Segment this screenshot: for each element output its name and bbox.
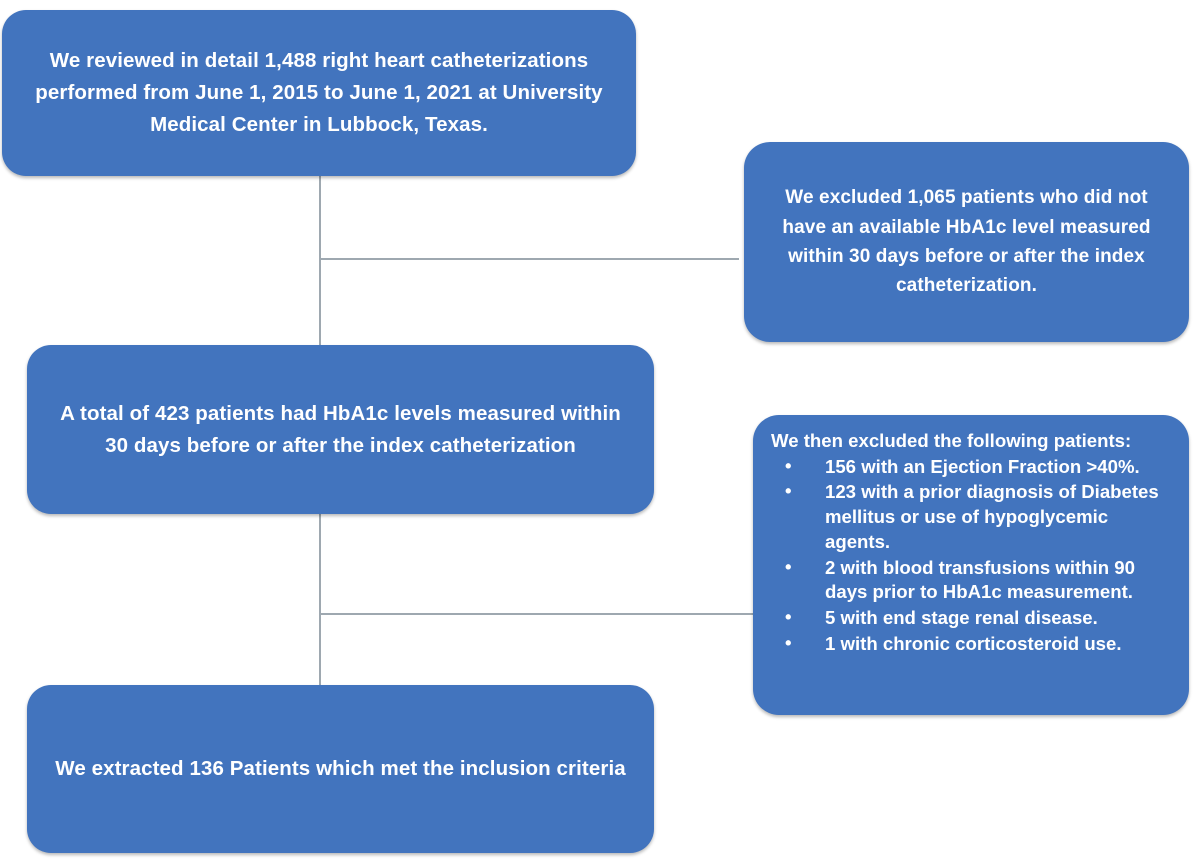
bullet-icon: • [785,555,792,577]
node-total-with-hba1c: A total of 423 patients had HbA1c levels… [27,345,654,514]
exclusion-list-item: • 1 with chronic corticosteroid use. [771,632,1177,657]
node-further-exclusions-intro: We then excluded the following patients: [771,430,1132,451]
exclusion-list-item: • 156 with an Ejection Fraction >40%. [771,455,1177,480]
connector-vertical-top [319,176,321,346]
exclusion-list-item: • 123 with a prior diagnosis of Diabetes … [771,480,1177,554]
exclusion-list-item: • 2 with blood transfusions within 90 day… [771,556,1177,605]
node-reviewed-catheterizations: We reviewed in detail 1,488 right heart … [2,10,636,176]
exclusion-list-item: • 5 with end stage renal disease. [771,606,1177,631]
exclusion-list-item-label: 2 with blood transfusions within 90 days… [825,556,1135,603]
bullet-icon: • [785,631,792,653]
connector-horizontal-to-exclusion-1 [319,258,739,260]
node-final-cohort: We extracted 136 Patients which met the … [27,685,654,853]
node-further-exclusions: We then excluded the following patients:… [753,415,1189,715]
node-further-exclusions-list: • 156 with an Ejection Fraction >40%. • 123… [771,455,1177,657]
exclusion-list-item-label: 156 with an Ejection Fraction >40%. [825,455,1140,477]
bullet-icon: • [785,606,792,628]
node-further-exclusions-body: We then excluded the following patients:… [753,415,1189,656]
exclusion-list-item-label: 123 with a prior diagnosis of Diabetes m… [825,481,1159,552]
node-final-cohort-text: We extracted 136 Patients which met the … [55,757,626,781]
connector-horizontal-to-exclusion-2 [319,613,755,615]
node-total-with-hba1c-text: A total of 423 patients had HbA1c levels… [60,401,621,457]
bullet-icon: • [785,454,792,476]
node-excluded-no-hba1c-text: We excluded 1,065 patients who did not h… [782,187,1151,297]
node-reviewed-catheterizations-text: We reviewed in detail 1,488 right heart … [35,49,603,136]
node-excluded-no-hba1c: We excluded 1,065 patients who did not h… [744,142,1189,342]
exclusion-list-item-label: 1 with chronic corticosteroid use. [825,632,1122,654]
connector-vertical-bottom [319,514,321,686]
exclusion-list-item-label: 5 with end stage renal disease. [825,607,1098,629]
bullet-icon: • [785,480,792,502]
